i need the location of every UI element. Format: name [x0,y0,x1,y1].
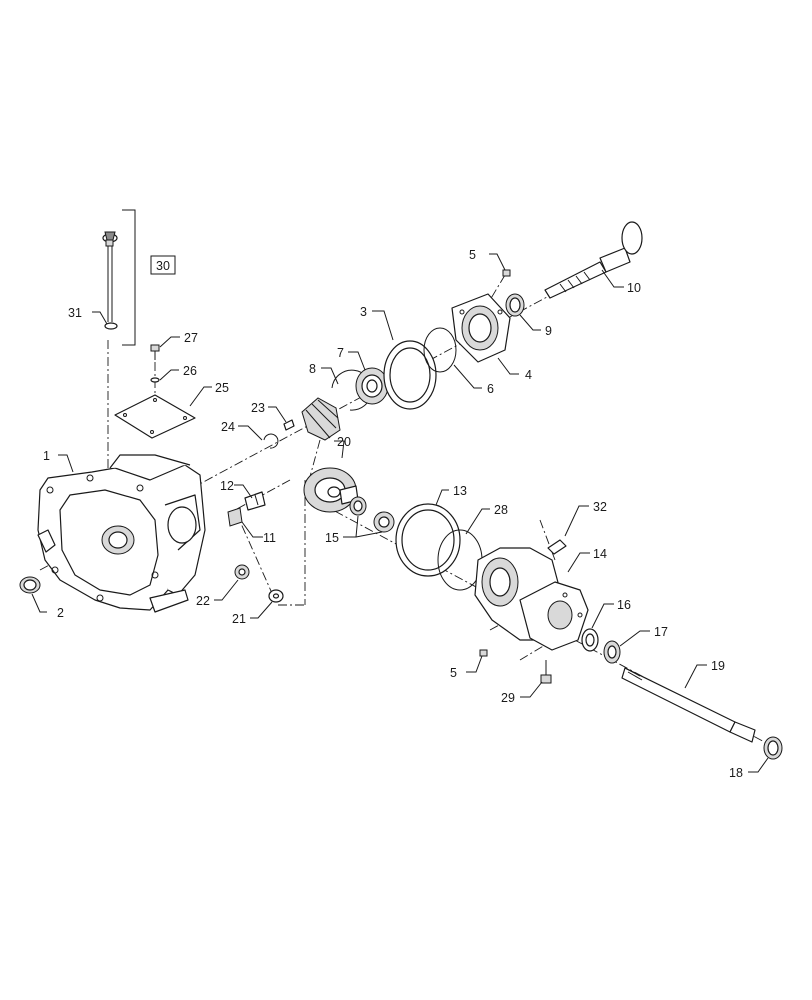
callout-7: 7 [337,346,344,360]
callout-1: 1 [43,449,50,463]
cover-plate [114,344,196,439]
callout-21: 21 [232,612,246,626]
pin-32 [547,539,567,555]
callout-31: 31 [68,306,82,320]
bearing-7 [331,367,389,411]
callout-26: 26 [183,364,197,378]
callout-9: 9 [545,324,552,338]
dipstick-assembly [102,209,136,346]
gasket-3 [383,327,457,410]
seal-2 [19,576,41,594]
shaft-10 [544,221,643,299]
pin-and-ring [263,419,295,449]
callout-2: 2 [57,606,64,620]
callout-15: 15 [325,531,339,545]
callout-29: 29 [501,691,515,705]
callout-11: 11 [263,531,276,545]
bevel-gear-set [301,397,395,533]
callout-30-box [150,255,176,275]
callout-18: 18 [729,766,743,780]
callout-20: 20 [337,435,351,449]
callout-5-top: 5 [469,248,476,262]
callout-14: 14 [593,547,607,561]
shaft-19 [621,667,756,743]
axle-housing-14 [474,547,589,651]
callout-22: 22 [196,594,210,608]
callout-28: 28 [494,503,508,517]
callout-16: 16 [617,598,631,612]
bolts-5 [479,269,511,657]
callout-25: 25 [215,381,229,395]
gasket-13 [395,503,483,591]
callout-30: 30 [156,259,170,273]
callout-4: 4 [525,368,532,382]
callout-5-bottom: 5 [450,666,457,680]
callout-labels: 1 2 3 4 5 5 6 7 8 9 10 11 12 13 14 15 16… [43,248,743,780]
callout-32: 32 [593,500,607,514]
callout-27: 27 [184,331,198,345]
seals-16-17 [581,628,621,664]
callout-3: 3 [360,305,367,319]
plug-29 [540,660,552,684]
callout-17: 17 [654,625,668,639]
washers-21-22 [234,564,284,603]
main-housing [37,454,206,613]
callout-12: 12 [220,479,234,493]
callout-23: 23 [251,401,265,415]
callout-13: 13 [453,484,467,498]
seal-18 [763,736,783,760]
callout-6: 6 [487,382,494,396]
callout-19: 19 [711,659,725,673]
callout-8: 8 [309,362,316,376]
callout-24: 24 [221,420,235,434]
pinion-small [227,491,266,527]
callout-10: 10 [627,281,641,295]
leader-lines [31,253,769,773]
flange-4 [451,293,511,363]
seal-9 [505,293,525,317]
